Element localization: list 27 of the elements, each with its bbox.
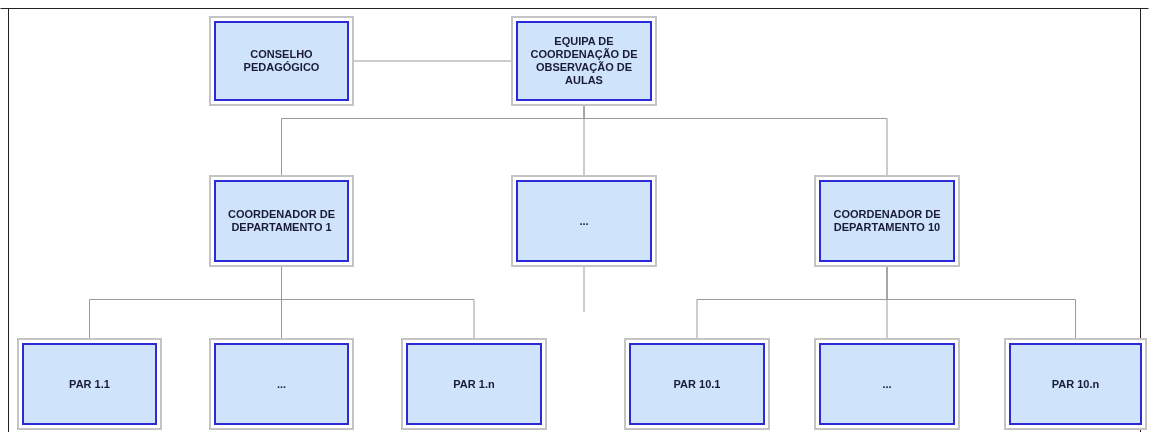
box-label: COORDENADOR DE DEPARTAMENTO 1 — [227, 208, 336, 234]
connector-line — [583, 105, 888, 176]
org-box — [511, 175, 657, 267]
box-label: PAR 10.1 — [672, 377, 722, 391]
box-label: ... — [275, 377, 288, 391]
org-box — [17, 338, 162, 430]
org-box — [624, 338, 770, 430]
box-label: PAR 1.n — [452, 377, 496, 391]
org-box — [209, 16, 354, 106]
org-box — [814, 338, 960, 430]
org-box — [511, 16, 657, 106]
box-label: PAR 10.n — [1050, 377, 1101, 391]
connector-line — [583, 266, 585, 313]
box-label: ... — [881, 377, 893, 391]
box-label: ... — [578, 214, 590, 228]
org-box — [209, 175, 354, 267]
connector-line — [886, 266, 1076, 339]
box-label: CONSELHO PEDAGÓGICO — [242, 48, 321, 74]
connector-line — [281, 266, 475, 339]
org-box — [1004, 338, 1147, 430]
connector-line — [353, 60, 512, 62]
org-box — [401, 338, 547, 430]
box-label: PAR 1.1 — [68, 377, 111, 391]
box-label: COORDENADOR DE DEPARTAMENTO 10 — [832, 208, 942, 234]
org-box — [814, 175, 960, 267]
org-box — [209, 338, 354, 430]
box-label: EQUIPA DE COORDENAÇÃO DE OBSERVAÇÃO DE AULAS — [529, 35, 639, 87]
